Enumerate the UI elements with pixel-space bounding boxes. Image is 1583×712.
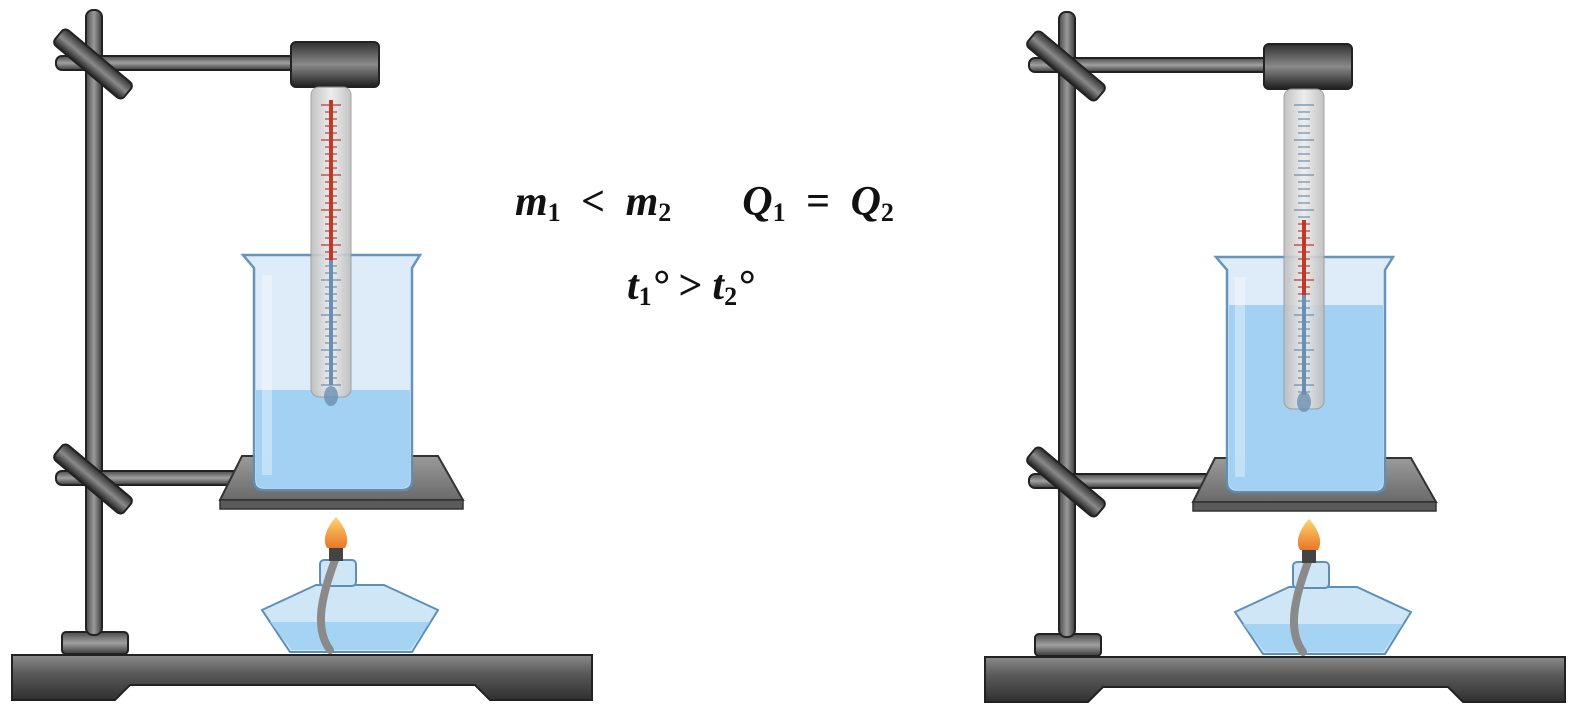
flame xyxy=(324,517,348,548)
temp-1-subscript: 1 xyxy=(638,282,652,311)
beaker-highlight xyxy=(1235,277,1245,477)
lower-clamp xyxy=(1026,446,1106,518)
lamp-fuel xyxy=(1243,624,1403,652)
heat-2-symbol: Q xyxy=(850,179,881,225)
formula-mass-heat: m1 < m2 Q1 = Q2 xyxy=(515,178,894,228)
thermometer-scale xyxy=(1294,104,1314,393)
wick-cap xyxy=(329,547,343,561)
left-apparatus xyxy=(11,9,593,701)
mass-1-symbol: m xyxy=(515,179,548,225)
upper-clamp xyxy=(1026,30,1106,102)
thermometer-holder xyxy=(1263,43,1353,90)
right-apparatus xyxy=(984,11,1566,703)
mass-2-symbol: m xyxy=(625,179,659,225)
thermometer-holder xyxy=(290,41,380,88)
lamp-wick xyxy=(1289,558,1312,656)
wick-cap xyxy=(1302,549,1316,563)
thermometer-scale xyxy=(321,104,341,386)
formula-temperature: t1°>t2° xyxy=(627,262,754,312)
greater-than-sign: > xyxy=(678,263,703,309)
thermometer-liquid-blue xyxy=(1302,295,1306,395)
thermometer-liquid-red xyxy=(1302,220,1306,295)
upper-clamp xyxy=(53,28,133,100)
thermometer-bulb xyxy=(1297,392,1311,412)
degree-1: ° xyxy=(651,263,669,309)
stand-base xyxy=(11,654,593,701)
mass-1-subscript: 1 xyxy=(547,198,561,227)
beaker-highlight xyxy=(262,275,272,475)
temp-1-symbol: t xyxy=(627,263,639,309)
ring-plate-edge xyxy=(1192,501,1437,512)
heat-1-symbol: Q xyxy=(742,179,773,225)
mass-2-subscript: 2 xyxy=(658,198,672,227)
beaker-water xyxy=(256,390,410,488)
lamp-wick xyxy=(316,556,339,654)
equals-sign: = xyxy=(806,179,831,225)
flame xyxy=(1297,519,1321,550)
thermometer-bulb xyxy=(324,386,338,406)
temp-2-symbol: t xyxy=(712,263,725,309)
less-than-sign: < xyxy=(581,179,606,225)
thermometer-liquid-red xyxy=(329,100,333,260)
lower-clamp xyxy=(53,443,133,515)
stand-rod xyxy=(1058,11,1076,638)
ring-plate-edge xyxy=(219,499,464,510)
heat-2-subscript: 2 xyxy=(880,198,894,227)
degree-2: ° xyxy=(737,263,754,309)
stand-rod xyxy=(85,9,103,636)
stand-base xyxy=(984,656,1566,703)
temp-2-subscript: 2 xyxy=(724,282,738,311)
heat-1-subscript: 1 xyxy=(772,198,786,227)
lamp-fuel xyxy=(270,622,430,650)
